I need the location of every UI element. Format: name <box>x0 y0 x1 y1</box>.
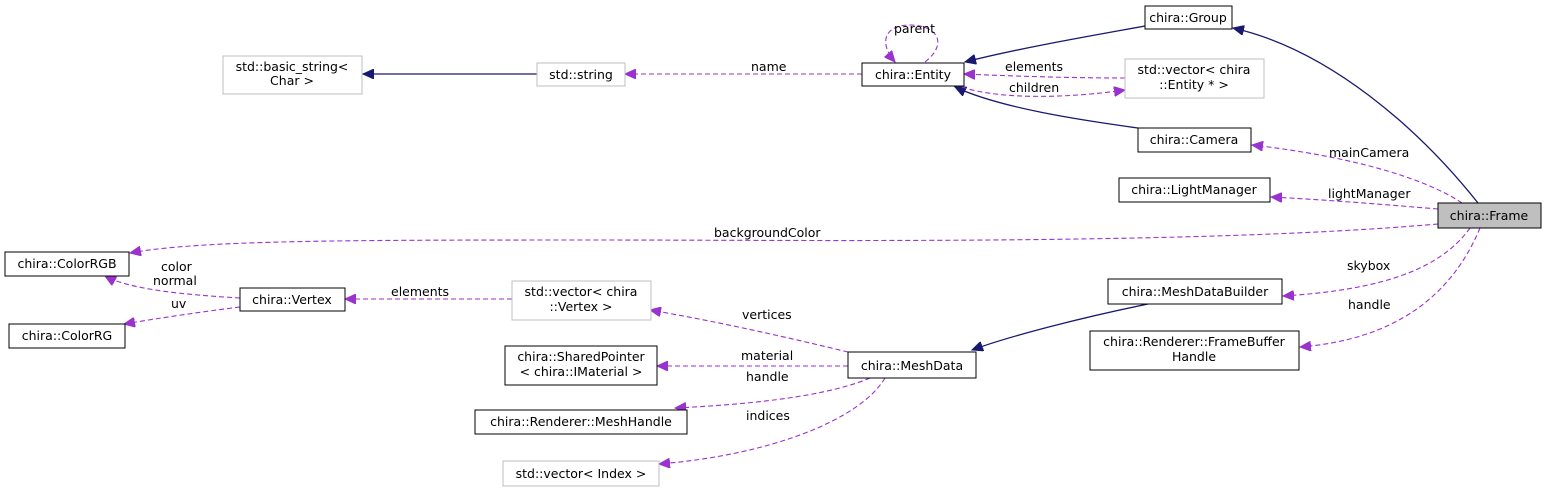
svg-text:::Entity * >: ::Entity * > <box>1159 77 1229 92</box>
label-maincamera: mainCamera <box>1329 145 1409 160</box>
svg-text:std::string: std::string <box>549 67 613 82</box>
edge-vector-entity-elements <box>964 74 1126 78</box>
node-chira-entity[interactable]: chira::Entity <box>861 62 965 87</box>
edge-frame-backgroundcolor <box>130 223 1439 253</box>
edge-meshdata-indices <box>659 377 886 464</box>
svg-text:Char >: Char > <box>270 73 314 88</box>
edge-labels: parent name elements children mainCamera… <box>153 21 1411 423</box>
edge-frame-to-group <box>1233 28 1479 204</box>
svg-text:::Vertex >: ::Vertex > <box>549 299 612 314</box>
edge-vertex-uv <box>124 306 241 324</box>
svg-text:chira::Frame: chira::Frame <box>1450 208 1529 223</box>
edge-frame-maincamera <box>1252 145 1463 204</box>
svg-text:chira::ColorRGB: chira::ColorRGB <box>17 256 116 271</box>
nodes: chira::Group chira::Entity chira::Camera… <box>4 5 1542 487</box>
node-std-string[interactable]: std::string <box>536 62 626 87</box>
svg-text:std::vector< chira: std::vector< chira <box>525 284 638 299</box>
node-chira-camera[interactable]: chira::Camera <box>1137 127 1252 153</box>
label-parent: parent <box>894 21 935 36</box>
label-skybox: skybox <box>1347 258 1390 273</box>
svg-text:< chira::IMaterial >: < chira::IMaterial > <box>520 364 643 379</box>
node-chira-renderer-meshhandle[interactable]: chira::Renderer::MeshHandle <box>474 409 688 435</box>
svg-text:chira::ColorRG: chira::ColorRG <box>22 328 113 343</box>
edge-meshdata-vertices <box>650 310 849 353</box>
node-std-vector-entity[interactable]: std::vector< chira ::Entity * > <box>1124 58 1265 99</box>
node-chira-vertex[interactable]: chira::Vertex <box>239 287 346 312</box>
node-chira-colorrgb[interactable]: chira::ColorRGB <box>4 251 130 277</box>
edge-entity-parent <box>886 24 939 62</box>
label-indices: indices <box>746 408 790 423</box>
svg-text:chira::Camera: chira::Camera <box>1150 132 1239 147</box>
label-name: name <box>751 59 787 74</box>
edge-frame-handle <box>1300 227 1481 347</box>
label-lightmanager: lightManager <box>1328 186 1411 201</box>
edge-meshdatabuilder-to-meshdata <box>972 303 1149 350</box>
label-vertices: vertices <box>742 307 792 322</box>
edge-group-to-entity <box>965 25 1146 62</box>
node-chira-meshdata[interactable]: chira::MeshData <box>847 351 977 379</box>
label-normal: normal <box>153 273 197 288</box>
edge-meshdata-handle <box>675 377 871 408</box>
edge-camera-to-entity <box>955 86 1139 129</box>
label-uv: uv <box>171 296 187 311</box>
label-handle-mesh: handle <box>746 369 789 384</box>
label-color: color <box>161 259 193 274</box>
svg-text:chira::Renderer::MeshHandle: chira::Renderer::MeshHandle <box>490 414 672 429</box>
svg-text:std::vector< chira: std::vector< chira <box>1138 62 1251 77</box>
node-chira-lightmanager[interactable]: chira::LightManager <box>1118 177 1271 203</box>
label-elements-entity: elements <box>1005 59 1063 74</box>
edges <box>105 24 1481 464</box>
svg-text:chira::MeshData: chira::MeshData <box>861 358 963 373</box>
node-chira-frame[interactable]: chira::Frame <box>1437 202 1542 229</box>
node-chira-group[interactable]: chira::Group <box>1144 5 1233 30</box>
edge-frame-skybox <box>1283 227 1471 296</box>
edge-vertex-colornormal <box>105 276 241 299</box>
label-elements-vertex: elements <box>391 284 449 299</box>
svg-text:Handle: Handle <box>1172 349 1216 364</box>
node-chira-colorrg[interactable]: chira::ColorRG <box>8 323 126 349</box>
node-std-vector-index[interactable]: std::vector< Index > <box>502 460 660 487</box>
node-chira-meshdatabuilder[interactable]: chira::MeshDataBuilder <box>1107 278 1283 305</box>
svg-text:chira::MeshDataBuilder: chira::MeshDataBuilder <box>1122 284 1269 299</box>
svg-text:std::vector< Index >: std::vector< Index > <box>516 466 647 481</box>
svg-text:chira::Entity: chira::Entity <box>875 67 952 82</box>
edge-entity-children <box>961 87 1125 97</box>
node-std-vector-vertex[interactable]: std::vector< chira ::Vertex > <box>511 280 652 321</box>
label-material: material <box>741 348 793 363</box>
label-children: children <box>1009 80 1059 95</box>
node-chira-sharedpointer[interactable]: chira::SharedPointer < chira::IMaterial … <box>504 345 658 386</box>
node-std-basic-string[interactable]: std::basic_string< Char > <box>222 55 363 95</box>
edge-frame-lightmanager <box>1271 197 1439 210</box>
label-backgroundcolor: backgroundColor <box>714 225 821 240</box>
node-chira-renderer-framebuffer-handle[interactable]: chira::Renderer::FrameBuffer Handle <box>1089 330 1300 371</box>
label-handle-fb: handle <box>1348 297 1391 312</box>
svg-text:chira::Renderer::FrameBuffer: chira::Renderer::FrameBuffer <box>1103 334 1285 349</box>
svg-text:chira::Vertex: chira::Vertex <box>252 292 332 307</box>
svg-text:std::basic_string<: std::basic_string< <box>236 59 349 74</box>
svg-text:chira::Group: chira::Group <box>1149 10 1227 25</box>
svg-text:chira::SharedPointer: chira::SharedPointer <box>517 349 645 364</box>
svg-text:chira::LightManager: chira::LightManager <box>1131 182 1257 197</box>
